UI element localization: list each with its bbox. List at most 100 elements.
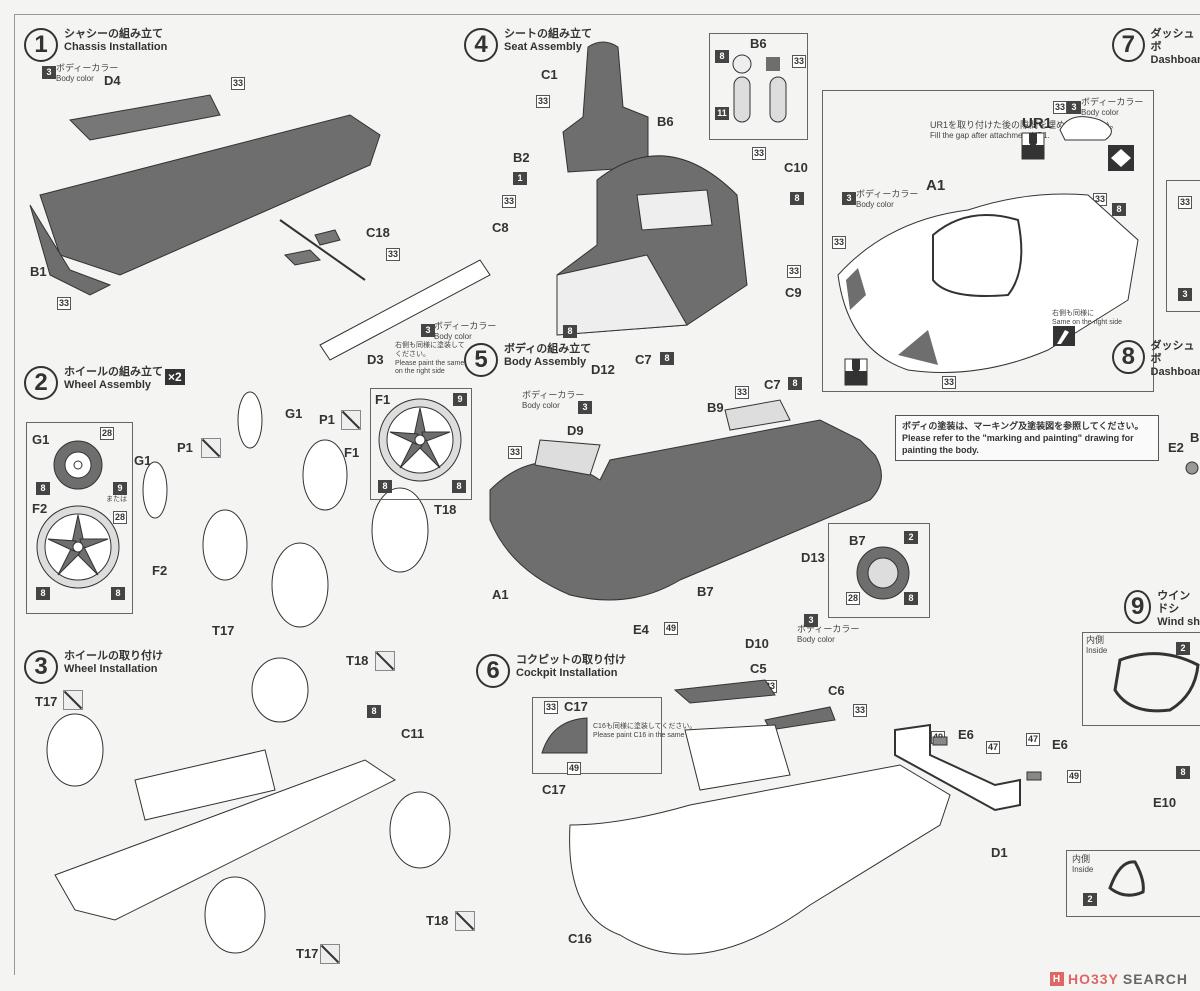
part-label: D3 — [367, 352, 384, 367]
paint-chip: 11 — [715, 107, 729, 120]
part-label: P1 — [319, 412, 335, 427]
f1-wheel-drawing — [378, 398, 462, 482]
part-label: T17 — [212, 623, 235, 638]
step-9-header: 9 ウインドシ Wind sh — [1124, 590, 1200, 630]
paint-chip: 33 — [508, 446, 523, 459]
paint-chip: 8 — [1112, 203, 1126, 216]
paint-chip: 9 — [113, 482, 127, 495]
no-paint-icon — [375, 651, 395, 671]
step-number: 1 — [24, 28, 58, 62]
no-paint-icon — [63, 690, 83, 710]
part-label: D4 — [104, 73, 121, 88]
paint-chip: 33 — [832, 236, 847, 249]
part-label: A1 — [492, 587, 509, 602]
paint-chip: 3 — [578, 401, 592, 414]
same-right-side-note: 右側も同様に Same on the right side — [1052, 310, 1122, 328]
paint-chip: 49 — [1067, 770, 1082, 783]
part-label: C7 — [635, 352, 652, 367]
b6-detail-box — [709, 33, 808, 140]
notice-en: Please refer to the "marking and paintin… — [902, 433, 1134, 456]
body-color-label: ボディーカラー Body color — [56, 63, 118, 84]
body-color-jp: ボディーカラー — [56, 63, 119, 73]
paint-chip: 8 — [452, 480, 466, 493]
body-color-en: Body color — [434, 332, 472, 342]
step-number: 7 — [1112, 28, 1145, 62]
inside-jp: 内側 — [1072, 854, 1091, 864]
paint-chip: 8 — [367, 705, 381, 718]
chassis-wheels-drawing — [46, 657, 451, 954]
step-number: 3 — [24, 650, 58, 684]
step-title-en: Cockpit Installation — [516, 667, 618, 680]
part-label: C8 — [492, 220, 509, 235]
body-color-label: ボディーカラー Body color — [797, 624, 859, 645]
quantity-badge: ×2 — [165, 369, 185, 385]
instruction-page — [14, 14, 1200, 975]
step-title-jp: ダッシュボ — [1150, 340, 1195, 366]
wheel-detail-box — [26, 422, 133, 614]
paint-chip: 8 — [788, 377, 802, 390]
part-label: C1 — [541, 67, 558, 82]
part-label: C17 — [564, 699, 588, 714]
c17-panel-drawing — [541, 717, 588, 754]
step-title-en: Wheel Installation — [64, 663, 158, 676]
window-inside-box — [1066, 850, 1200, 917]
part-label: B9 — [707, 400, 724, 415]
paint-chip: 28 — [846, 592, 861, 605]
inside-en: Inside — [1072, 865, 1094, 875]
part-label: C9 — [785, 285, 802, 300]
step-8-header: 8 ダッシュボ Dashboar — [1112, 340, 1200, 380]
watermark-logo: H HO33Y SEARCH — [1049, 971, 1188, 987]
e2-part-drawing — [1185, 461, 1199, 475]
paint-chip: 1 — [513, 172, 527, 185]
body-color-jp: ボディーカラー — [434, 321, 497, 331]
step-title-en: Seat Assembly — [504, 41, 582, 54]
f2-wheel-drawing — [36, 505, 120, 589]
putty-fill-icon — [844, 358, 868, 386]
seat-tub-drawing — [556, 155, 748, 336]
paint-chip: 3 — [42, 66, 56, 79]
part-label: G1 — [134, 453, 152, 468]
paint-c16-note: C16も同様に塗装してください。 Please paint C16 in the… — [593, 723, 703, 741]
sanding-icon — [1053, 326, 1075, 346]
part-label: E2 — [1168, 440, 1184, 455]
paint-chip: 28 — [113, 511, 128, 524]
paint-chip: 2 — [1083, 893, 1097, 906]
part-label: T18 — [434, 502, 457, 517]
part-label: F1 — [375, 392, 391, 407]
step-title-jp: ウインドシ — [1157, 590, 1191, 616]
logo-hobby-text: HO33Y — [1067, 971, 1119, 987]
paint-chip: 47 — [986, 741, 1001, 754]
body-color-jp: ボディーカラー — [1081, 97, 1144, 107]
step-3-header: 3 ホイールの取り付け Wheel Installation — [24, 650, 163, 684]
paint-chip: 33 — [57, 297, 72, 310]
note-jp: UR1を取り付けた後の隙間を埋めてください。 — [930, 120, 1119, 130]
paint-chip: 33 — [536, 95, 551, 108]
part-label: UR1 — [1022, 115, 1053, 132]
body-color-label: ボディーカラー Body color — [434, 321, 496, 342]
inside-jp: 内側 — [1086, 635, 1105, 645]
body-tub-drawing — [489, 399, 882, 601]
no-paint-icon — [341, 410, 361, 430]
step-number: 8 — [1112, 340, 1145, 374]
part-label: C7 — [764, 377, 781, 392]
paint-chip: 8 — [36, 482, 50, 495]
body-color-en: Body color — [56, 74, 94, 84]
step-title-jp: ダッシュボ — [1150, 28, 1195, 54]
step-6-header: 6 コクピットの取り付け Cockpit Installation — [476, 654, 626, 688]
fill-gap-note: UR1を取り付けた後の隙間を埋めてください。 Fill the gap afte… — [930, 120, 1119, 141]
c1-seat-drawing — [562, 41, 649, 173]
body-color-label: ボディーカラー Body color — [856, 189, 918, 210]
part-label: B2 — [513, 150, 530, 165]
note-jp: 右側も同様に — [1052, 310, 1094, 317]
paint-chip: 8 — [715, 50, 729, 63]
step-title-jp: シートの組み立て — [504, 28, 592, 40]
paint-chip: 33 — [1178, 196, 1193, 209]
part-label: F2 — [152, 563, 168, 578]
part-label: E4 — [633, 622, 649, 637]
chassis-drawing — [29, 94, 381, 296]
ur1-and-glue-icon — [1059, 116, 1134, 171]
paint-chip: 33 — [853, 704, 868, 717]
paint-right-side-note: 右側も同様に塗装してください。 Please paint the same on… — [395, 342, 465, 377]
step-title-en: Wheel Assembly — [64, 379, 152, 392]
paint-chip: 8 — [1176, 766, 1190, 779]
